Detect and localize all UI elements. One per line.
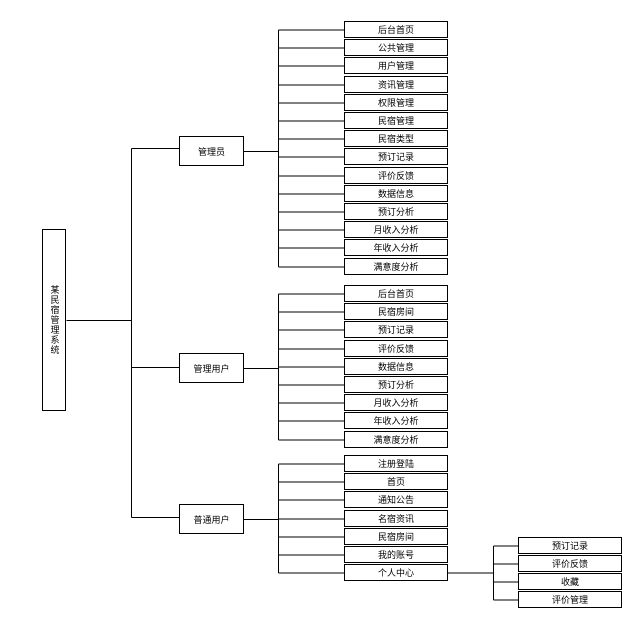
leaf-manager-8: 满意度分析 (344, 431, 448, 448)
leaf-admin-7: 预订记录 (344, 148, 448, 165)
role-node-regular-user: 普通用户 (179, 504, 244, 534)
leaf-admin-13: 满意度分析 (344, 258, 448, 275)
leaf-manager-7: 年收入分析 (344, 412, 448, 429)
leaf-personal-center-3: 评价管理 (518, 591, 622, 608)
role-node-manager-user: 管理用户 (179, 353, 244, 383)
leaf-admin-4: 权限管理 (344, 94, 448, 111)
leaf-manager-4: 数据信息 (344, 358, 448, 375)
leaf-manager-1: 民宿房间 (344, 303, 448, 320)
leaf-user-1: 首页 (344, 473, 448, 490)
leaf-user-3: 名宿资讯 (344, 510, 448, 527)
leaf-user-2: 通知公告 (344, 491, 448, 508)
leaf-admin-5: 民宿管理 (344, 112, 448, 129)
leaf-user-4: 民宿房间 (344, 528, 448, 545)
leaf-user-6: 个人中心 (344, 564, 448, 581)
leaf-personal-center-0: 预订记录 (518, 537, 622, 554)
leaf-admin-12: 年收入分析 (344, 239, 448, 256)
leaf-admin-11: 月收入分析 (344, 221, 448, 238)
leaf-manager-6: 月收入分析 (344, 394, 448, 411)
leaf-admin-0: 后台首页 (344, 21, 448, 38)
leaf-manager-3: 评价反馈 (344, 340, 448, 357)
leaf-personal-center-1: 评价反馈 (518, 555, 622, 572)
leaf-manager-2: 预订记录 (344, 321, 448, 338)
role-node-admin: 管理员 (179, 136, 244, 166)
leaf-personal-center-2: 收藏 (518, 573, 622, 590)
leaf-user-5: 我的账号 (344, 546, 448, 563)
root-node: 某民宿管理系统 (42, 229, 66, 411)
leaf-admin-1: 公共管理 (344, 39, 448, 56)
leaf-admin-10: 预订分析 (344, 203, 448, 220)
leaf-manager-0: 后台首页 (344, 285, 448, 302)
leaf-admin-6: 民宿类型 (344, 130, 448, 147)
leaf-manager-5: 预订分析 (344, 376, 448, 393)
leaf-admin-2: 用户管理 (344, 57, 448, 74)
leaf-user-0: 注册登陆 (344, 455, 448, 472)
leaf-admin-3: 资讯管理 (344, 76, 448, 93)
leaf-admin-8: 评价反馈 (344, 167, 448, 184)
leaf-admin-9: 数据信息 (344, 185, 448, 202)
